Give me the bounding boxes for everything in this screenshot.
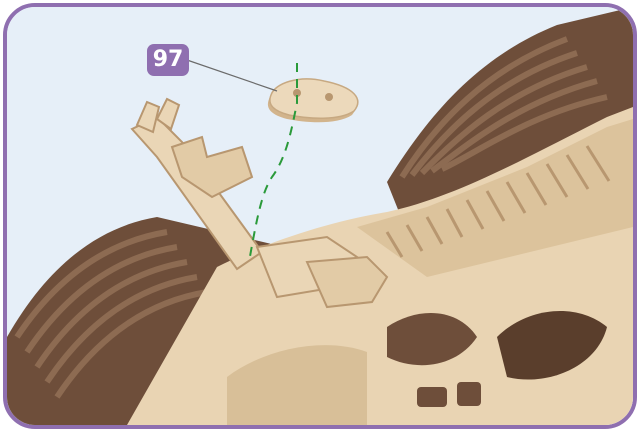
- illustration-frame: 97: [3, 3, 637, 429]
- step-number-badge: 97: [147, 44, 189, 76]
- assembly-scene: [7, 7, 633, 425]
